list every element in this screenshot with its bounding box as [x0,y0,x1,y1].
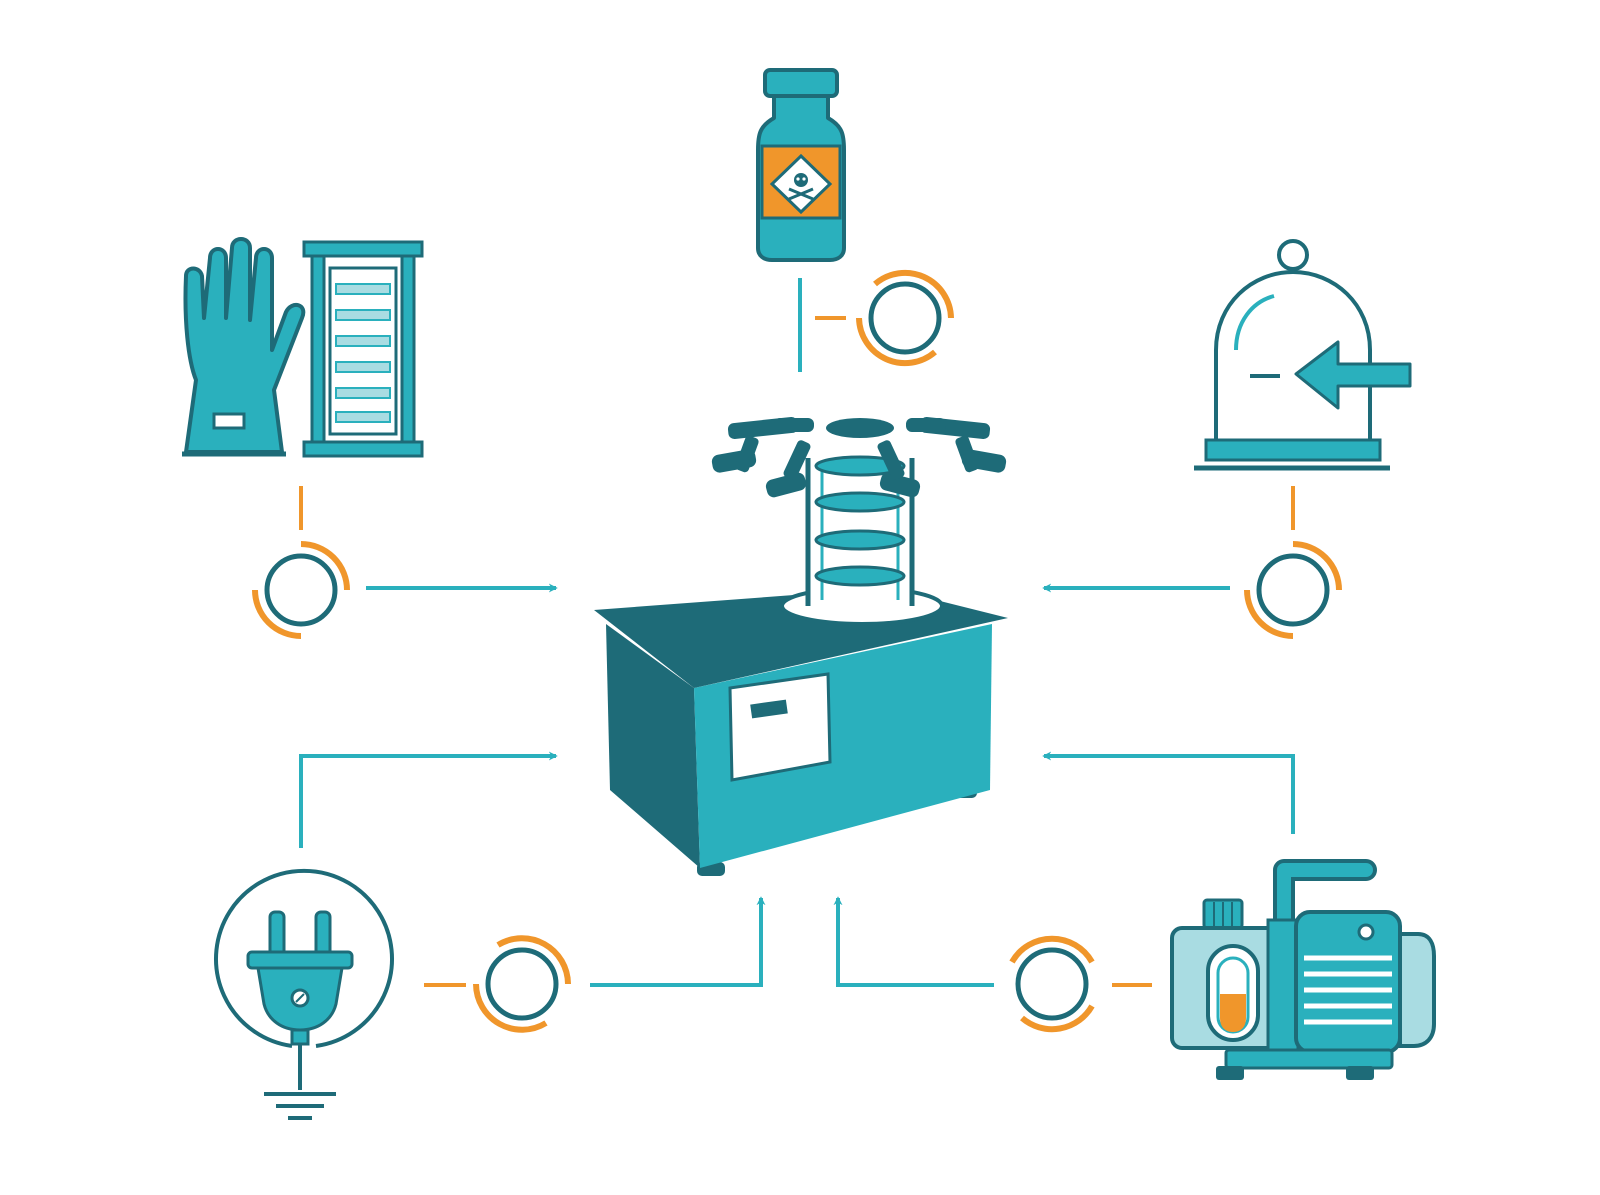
inlet-arrow-icon [1294,340,1412,410]
status-ring-pump [1009,935,1095,1033]
ground-symbol-icon [264,1044,336,1120]
arrow-power-to-center [590,896,766,987]
status-ring-chemical [856,269,954,367]
status-ring-power [473,935,571,1033]
glove-icon [182,237,306,457]
sample-rack-icon [302,240,424,458]
arrow-pump-elbow [1042,751,1295,834]
glove-and-sample-rack-icon [182,237,424,458]
status-rings [252,269,1342,1033]
freeze-dryer-icon [594,416,1008,876]
bell-jar-vent-icon [1194,239,1412,471]
arrow-power-elbow [299,751,558,848]
status-ring-ppe [252,541,350,639]
toxic-chemical-bottle-icon [756,68,846,262]
arrow-pump-to-center [833,896,994,987]
status-ring-bell-jar [1244,541,1342,639]
grounded-power-plug-icon [214,868,394,1120]
connectors [299,278,1295,987]
skull-crossbones-icon [788,173,814,201]
vacuum-pump-icon [1170,859,1436,1080]
